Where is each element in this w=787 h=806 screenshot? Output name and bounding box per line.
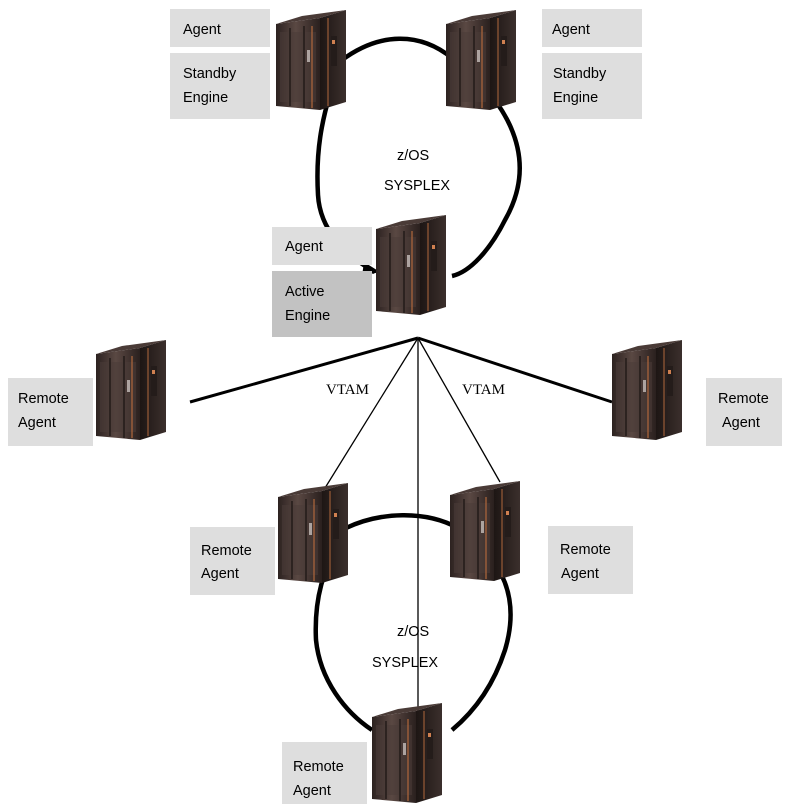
- remote-agent-label-line2: Agent: [201, 566, 239, 582]
- link-to-remote-left: [189, 336, 419, 404]
- standby-engine-left: Agent Standby Engine: [170, 9, 347, 119]
- remote-agent-label-box: [548, 526, 633, 594]
- remote-agent-right: Remote Agent: [611, 339, 782, 446]
- agent-label: Agent: [552, 22, 590, 38]
- remote-agent-label-line1: Remote: [560, 542, 611, 558]
- mainframe-server-icon: [375, 214, 447, 316]
- engine-label-box: [272, 271, 372, 337]
- top-sysplex-label-line1: z/OS: [397, 148, 429, 164]
- remote-agent-label-box: [8, 378, 93, 446]
- remote-agent-label-line1: Remote: [293, 759, 344, 775]
- engine-label-line2: Engine: [553, 90, 598, 106]
- mainframe-server-icon: [449, 480, 521, 582]
- remote-agent-label-line2: Agent: [18, 415, 56, 431]
- mainframe-server-icon: [371, 702, 443, 804]
- remote-agent-label-line2: Agent: [722, 415, 760, 431]
- mainframe-server-icon: [277, 482, 349, 584]
- remote-agent-label-line1: Remote: [718, 391, 769, 407]
- link-to-remote-right: [417, 336, 613, 404]
- remote-agent-label-line1: Remote: [18, 391, 69, 407]
- engine-label-line2: Engine: [285, 308, 330, 324]
- mainframe-server-icon: [445, 9, 517, 111]
- engine-label-line1: Standby: [553, 66, 607, 82]
- standby-engine-right: Agent Standby Engine: [445, 9, 642, 119]
- active-engine: Agent Active Engine: [272, 214, 447, 337]
- remote-agent-label-line1: Remote: [201, 543, 252, 559]
- engine-label-box: [170, 53, 270, 119]
- bottom-sysplex: z/OS SYSPLEX Remote Agent Remote Agent R…: [190, 480, 633, 804]
- agent-label: Agent: [183, 22, 221, 38]
- mainframe-server-icon: [95, 339, 167, 441]
- vtam-link-left: [324, 337, 419, 489]
- engine-label-line1: Active: [285, 284, 325, 300]
- vtam-label-left: VTAM: [326, 382, 369, 398]
- vtam-link-right: [417, 337, 501, 483]
- bottom-sysplex-label-line2: SYSPLEX: [372, 655, 438, 671]
- remote-agent-label-box: [190, 527, 275, 595]
- remote-agent-left: Remote Agent: [8, 339, 167, 446]
- vtam-label-right: VTAM: [462, 382, 505, 398]
- engine-label-line2: Engine: [183, 90, 228, 106]
- mainframe-server-icon: [275, 9, 347, 111]
- network-links: VTAM VTAM: [189, 336, 613, 740]
- agent-label-box: [170, 9, 270, 47]
- agent-label: Agent: [285, 239, 323, 255]
- remote-agent-label-box: [282, 742, 367, 804]
- remote-agent-bottom-right: Remote Agent: [449, 480, 633, 594]
- remote-agent-label-line2: Agent: [561, 566, 599, 582]
- agent-label-box: [272, 227, 372, 265]
- remote-agent-bottom-left: Remote Agent: [190, 482, 349, 595]
- engine-label-box: [542, 53, 642, 119]
- top-sysplex-label-line2: SYSPLEX: [384, 178, 450, 194]
- remote-agent-label-line2: Agent: [293, 783, 331, 799]
- remote-agent-bottom-center: Remote Agent: [282, 702, 443, 804]
- mainframe-server-icon: [611, 339, 683, 441]
- engine-label-line1: Standby: [183, 66, 237, 82]
- bottom-sysplex-label-line1: z/OS: [397, 624, 429, 640]
- remote-agent-label-box: [706, 378, 782, 446]
- agent-label-box: [542, 9, 642, 47]
- top-sysplex: z/OS SYSPLEX Agent Standby Engine Agent …: [170, 9, 642, 337]
